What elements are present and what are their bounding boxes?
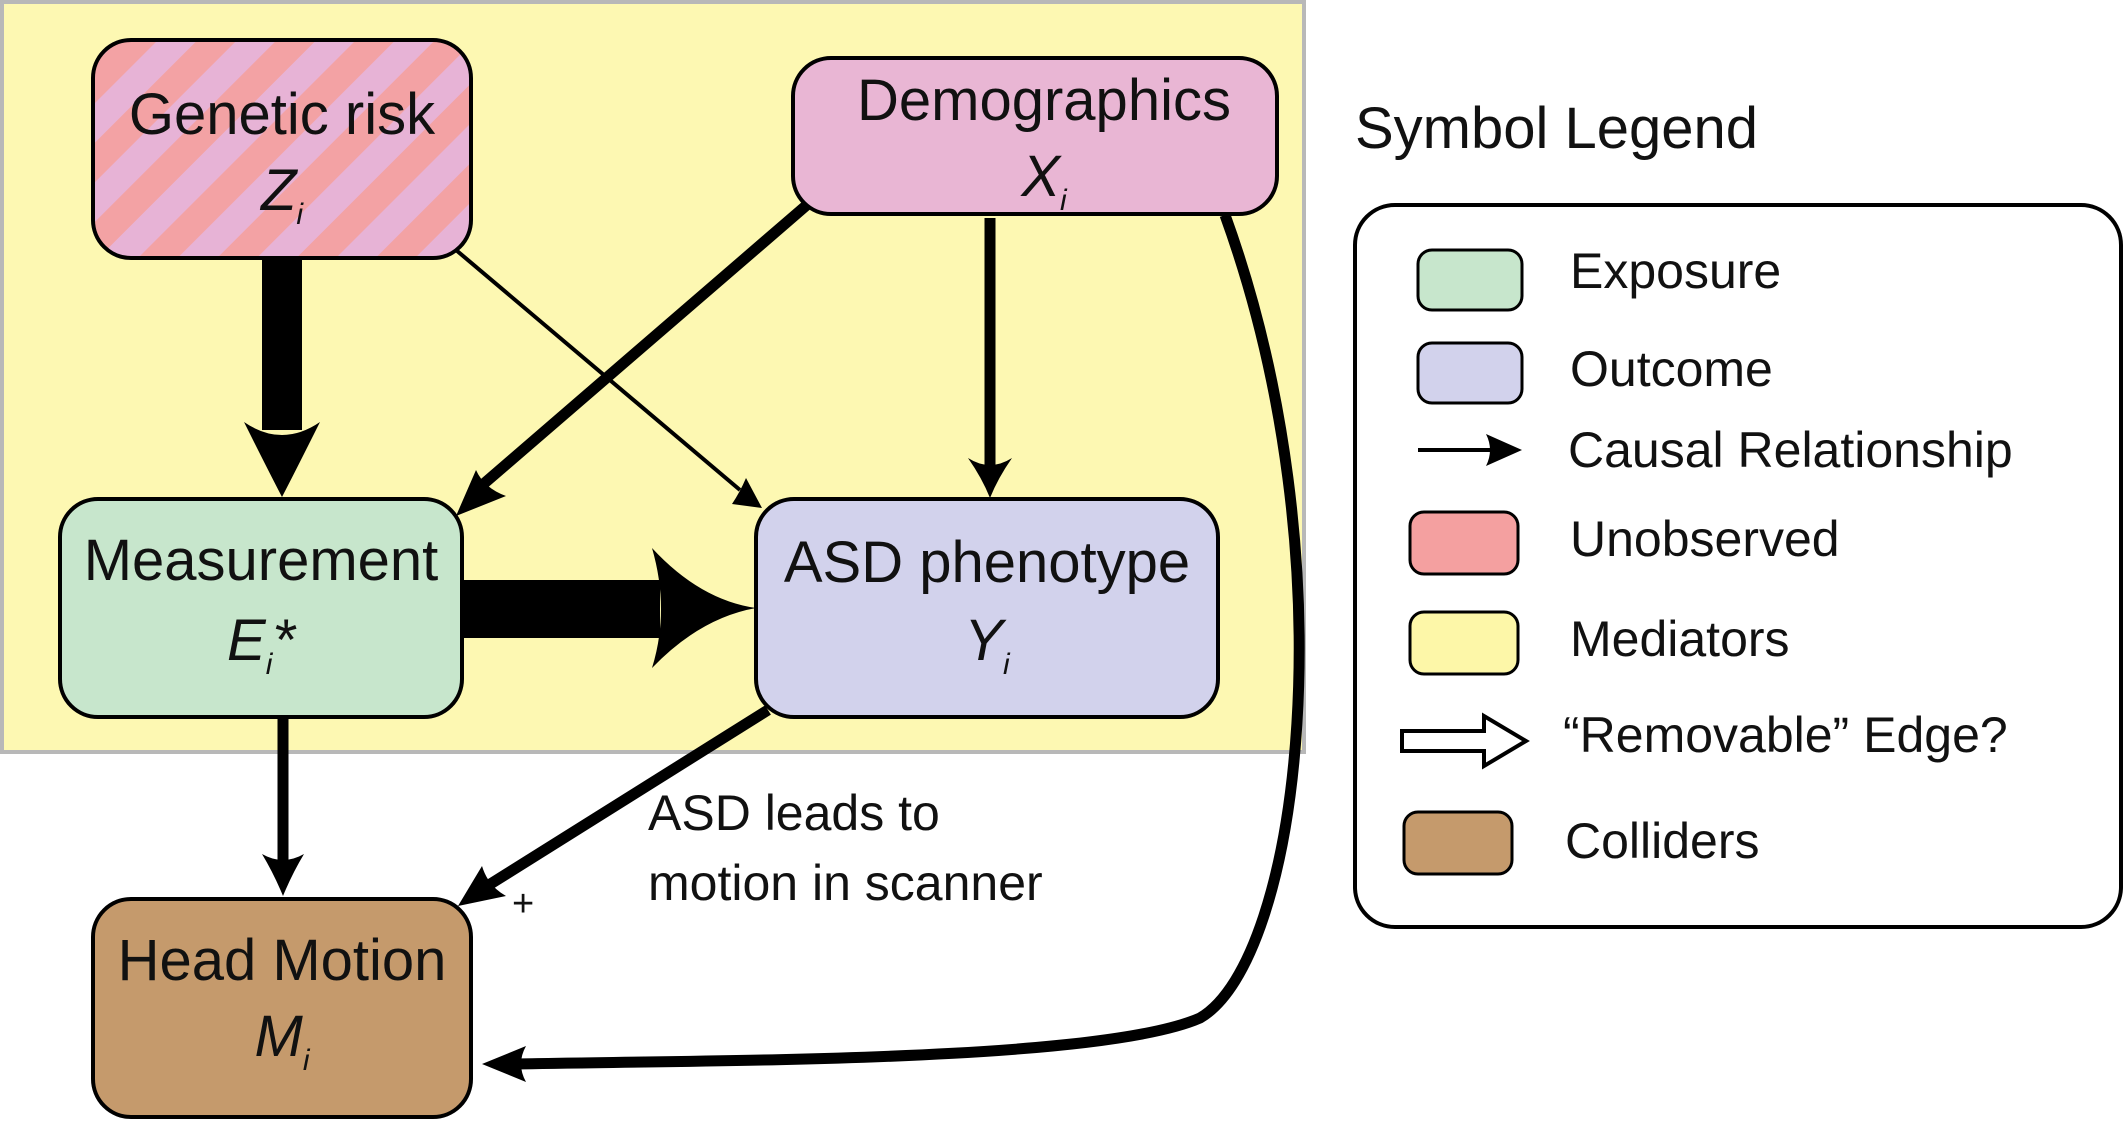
- node-variable: Mi: [255, 1004, 311, 1077]
- legend-label: Colliders: [1565, 813, 1760, 869]
- annotation: ASD leads to motion in scanner +: [512, 785, 1043, 925]
- node-title: Genetic risk: [129, 82, 436, 147]
- edge-demographics-to-motion: [482, 213, 1305, 1082]
- annotation-line-2: motion in scanner: [648, 855, 1043, 911]
- legend-item-exposure: Exposure: [1416, 243, 1781, 312]
- legend-item-colliders: Colliders: [1402, 810, 1760, 876]
- legend-item-causal-relationship: Causal Relationship: [1418, 422, 2013, 478]
- edge-demographics-to-measurement: [456, 199, 812, 516]
- annotation-line-1: ASD leads to: [648, 785, 940, 841]
- node-variable: Zi: [259, 158, 304, 231]
- legend-item-unobserved: Unobserved: [1408, 510, 1840, 576]
- edges: [244, 199, 1305, 1082]
- node-title: ASD phenotype: [784, 530, 1190, 595]
- node-head-motion: Head Motion Mi: [91, 897, 473, 1119]
- node-variable: Ei*: [227, 608, 297, 681]
- hollow-arrow-icon: [1400, 712, 1530, 770]
- edge-measurement-to-motion: [262, 718, 304, 896]
- outcome-swatch: [1416, 341, 1524, 405]
- node-demographics: Demographics Xi: [791, 56, 1279, 217]
- edge-demographics-to-asd: [968, 218, 1012, 498]
- node-title: Demographics: [857, 68, 1231, 133]
- legend-item-mediators: Mediators: [1408, 610, 1790, 676]
- node-measurement: Measurement Ei*: [58, 497, 464, 719]
- edge-measurement-to-asd: [462, 548, 756, 668]
- legend-box: [1353, 203, 2123, 929]
- edge-genetic-to-asd: [454, 248, 762, 508]
- node-title: Head Motion: [118, 928, 447, 993]
- legend-item-outcome: Outcome: [1416, 341, 1773, 405]
- legend-label: Mediators: [1570, 611, 1790, 667]
- legend-item-removable-edge: “Removable” Edge?: [1400, 707, 2008, 770]
- positive-sign: +: [512, 883, 534, 925]
- legend-label: Outcome: [1570, 341, 1773, 397]
- colliders-swatch: [1402, 810, 1514, 876]
- legend-label: “Removable” Edge?: [1563, 707, 2008, 763]
- node-title: Measurement: [84, 528, 439, 593]
- mediators-swatch: [1408, 610, 1520, 676]
- legend-label: Unobserved: [1570, 511, 1840, 567]
- legend-title: Symbol Legend: [1355, 96, 1758, 161]
- node-asd-phenotype: ASD phenotype Yi: [754, 497, 1220, 719]
- edge-genetic-to-measurement: [244, 258, 320, 497]
- legend-label: Exposure: [1570, 243, 1781, 299]
- exposure-swatch: [1416, 248, 1524, 312]
- causal-arrow-icon: [1418, 434, 1522, 466]
- legend: Symbol Legend Exposure Outcome Causal Re…: [1353, 96, 2123, 929]
- node-genetic-risk: Genetic risk Zi: [91, 38, 473, 260]
- unobserved-swatch: [1408, 510, 1520, 576]
- legend-label: Causal Relationship: [1568, 422, 2013, 478]
- node-variable: Yi: [964, 608, 1011, 681]
- edge-asd-to-motion: [458, 705, 771, 906]
- node-variable: Xi: [1019, 144, 1068, 217]
